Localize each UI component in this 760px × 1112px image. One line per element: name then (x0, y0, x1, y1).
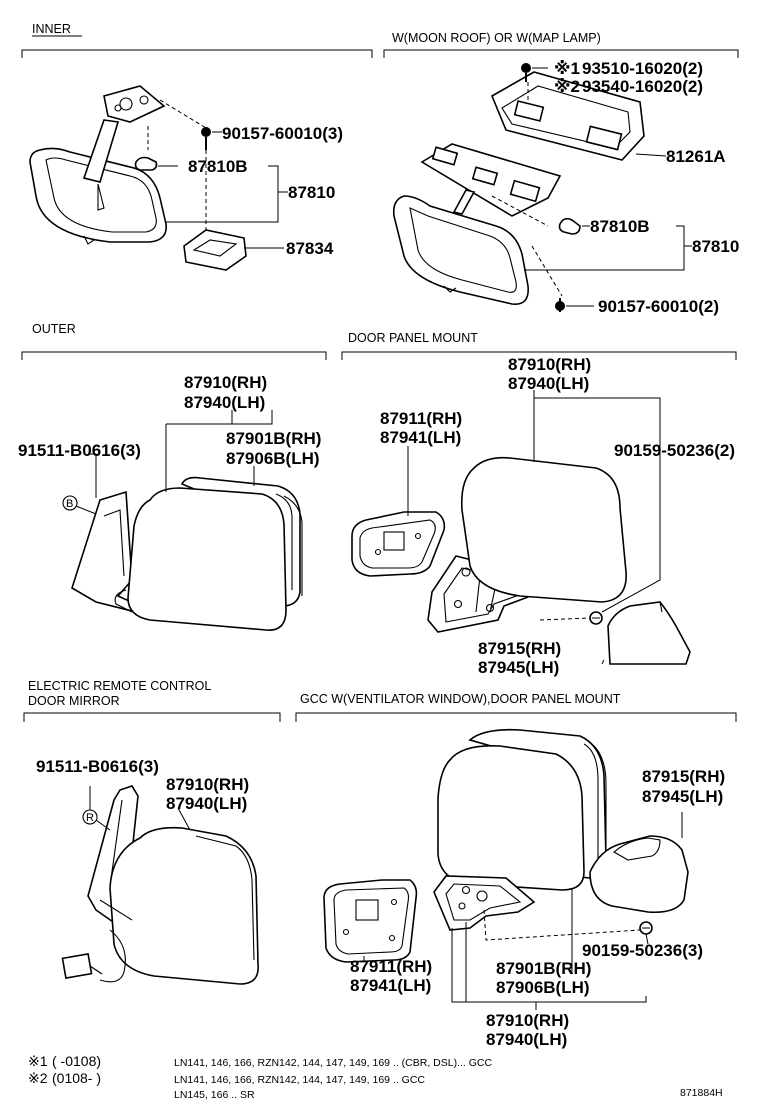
outer-label-mirror-lh: 87940(LH) (184, 393, 265, 412)
moon-top-screw-icon (521, 63, 531, 82)
section-door-panel: DOOR PANEL MOUNT (341, 331, 737, 360)
note1-range: ( -0108) (52, 1053, 101, 1069)
electric-label-mirror-lh: 87940(LH) (166, 794, 247, 813)
inner-screw-icon (201, 127, 211, 150)
electric-mirror-illustration: R (61, 785, 259, 985)
gcc-label-pad-lh: 87941(LH) (350, 976, 431, 995)
inner-label-screw: 90157-60010(3) (222, 124, 343, 143)
moon-mark-1: ※1 (554, 59, 580, 78)
section-title-door-panel: DOOR PANEL MOUNT (348, 331, 478, 345)
section-title-inner: INNER (32, 22, 71, 36)
gcc-label-cover-lh: 87945(LH) (642, 787, 723, 806)
moon-label-screw: 90157-60010(2) (598, 297, 719, 316)
door-label-cover-lh: 87945(LH) (478, 658, 559, 677)
section-title-electric-1: ELECTRIC REMOTE CONTROL (28, 679, 211, 693)
electric-ref-r: R (86, 812, 94, 824)
note2-mark: ※2 (28, 1070, 48, 1086)
note3-text: LN145, 166 .. SR (174, 1089, 255, 1101)
inner-label-assy: 87810 (288, 183, 335, 202)
note1-mark: ※1 (28, 1053, 48, 1069)
electric-label-mirror-rh: 87910(RH) (166, 775, 249, 794)
moon-label-cover: 81261A (666, 147, 726, 166)
gcc-label-screw: 90159-50236(3) (582, 941, 703, 960)
outer-label-mirror-rh: 87910(RH) (184, 373, 267, 392)
door-screw-icon (589, 611, 603, 625)
moon-label-assy: 87810 (692, 237, 739, 256)
footnotes: ※1 ( -0108) LN141, 146, 166, RZN142, 144… (28, 1053, 723, 1101)
door-panel-illustration (351, 390, 691, 665)
gcc-label-glass-rh: 87901B(RH) (496, 959, 591, 978)
outer-label-glass-rh: 87901B(RH) (226, 429, 321, 448)
gcc-screw-icon (639, 921, 653, 935)
door-label-screw: 90159-50236(2) (614, 441, 735, 460)
note2-range: (0108- ) (52, 1070, 101, 1086)
inner-label-bulb: 87810B (188, 157, 248, 176)
section-outer: OUTER (21, 322, 327, 360)
section-title-electric-2: DOOR MIRROR (28, 694, 120, 708)
gcc-label-cover-rh: 87915(RH) (642, 767, 725, 786)
note1-text: LN141, 146, 166, RZN142, 144, 147, 149, … (174, 1057, 493, 1069)
section-inner: INNER (21, 22, 373, 58)
door-label-mirror-rh: 87910(RH) (508, 355, 591, 374)
inner-mirror-illustration (29, 85, 288, 271)
door-label-mirror-lh: 87940(LH) (508, 374, 589, 393)
gcc-label-mirror-lh: 87940(LH) (486, 1030, 567, 1049)
section-moon-roof: W(MOON ROOF) OR W(MAP LAMP) (383, 31, 739, 58)
door-label-cover-rh: 87915(RH) (478, 639, 561, 658)
door-label-pad-rh: 87911(RH) (380, 409, 462, 428)
section-title-outer: OUTER (32, 322, 76, 336)
door-label-pad-lh: 87941(LH) (380, 428, 461, 447)
electric-label-screw: 91511-B0616(3) (36, 757, 159, 776)
inner-label-lens: 87834 (286, 239, 334, 258)
moon-label-bulb: 87810B (590, 217, 650, 236)
gcc-mirror-illustration (323, 728, 689, 1010)
outer-ref-b: B (66, 498, 73, 510)
outer-label-glass-lh: 87906B(LH) (226, 449, 320, 468)
diagram-code: 871884H (680, 1087, 723, 1099)
moon-label-screw2: 93540-16020(2) (582, 77, 703, 96)
moon-bottom-screw-icon (555, 298, 565, 312)
section-title-gcc: GCC W(VENTILATOR WINDOW),DOOR PANEL MOUN… (300, 692, 621, 706)
outer-mirror-illustration: B (62, 410, 303, 631)
outer-label-screw: 91511-B0616(3) (18, 441, 141, 460)
note2-text: LN141, 146, 166, RZN142, 144, 147, 149, … (174, 1074, 425, 1086)
moon-roof-illustration (392, 63, 692, 312)
gcc-label-pad-rh: 87911(RH) (350, 957, 432, 976)
section-gcc: GCC W(VENTILATOR WINDOW),DOOR PANEL MOUN… (295, 692, 737, 722)
gcc-label-glass-lh: 87906B(LH) (496, 978, 590, 997)
section-electric: ELECTRIC REMOTE CONTROL DOOR MIRROR (23, 679, 281, 722)
section-title-moon-roof: W(MOON ROOF) OR W(MAP LAMP) (392, 31, 601, 45)
moon-label-screw1: 93510-16020(2) (582, 59, 703, 78)
gcc-label-mirror-rh: 87910(RH) (486, 1011, 569, 1030)
moon-mark-2: ※2 (554, 77, 580, 96)
